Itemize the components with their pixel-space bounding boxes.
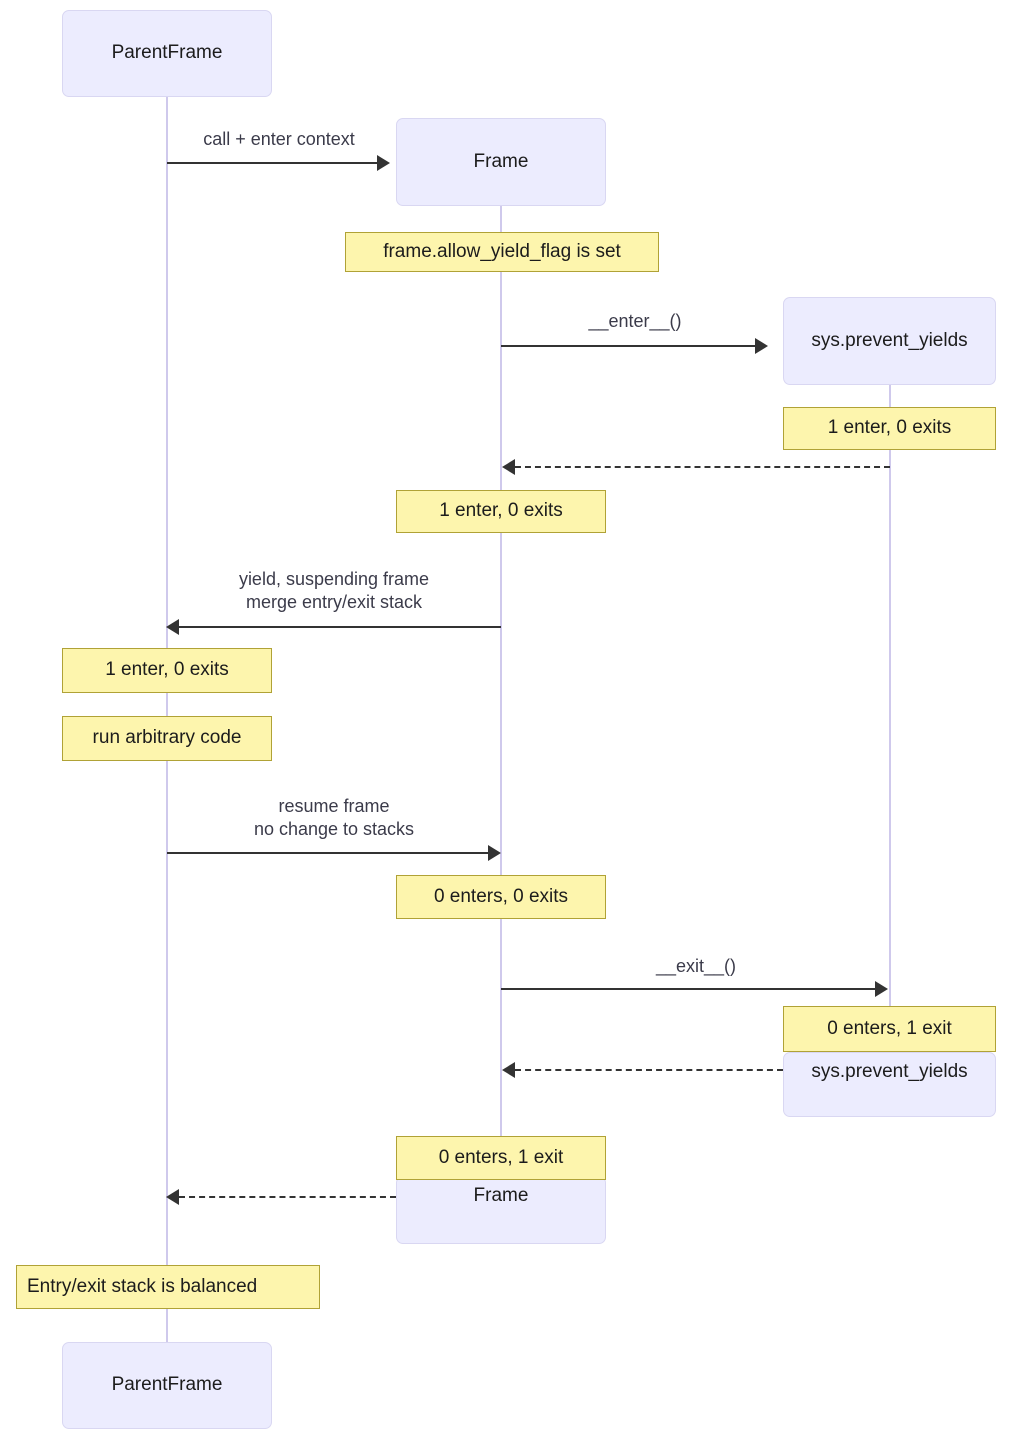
message-label-yield-suspending-frame: yield, suspending frame merge entry/exit… <box>167 568 501 613</box>
message-label-enter: __enter__() <box>588 311 682 331</box>
note-parent-1-enter-0-exits: 1 enter, 0 exits <box>62 648 272 693</box>
participant-parentframe-top[interactable]: ParentFrame <box>62 10 272 97</box>
note-text: 0 enters, 1 exit <box>827 1017 952 1039</box>
lifeline-frame <box>500 206 502 1176</box>
arrow-head-icon <box>166 1189 179 1205</box>
arrow-head-icon <box>875 981 888 997</box>
participant-sys-prevent-yields-bottom[interactable]: sys.prevent_yields <box>783 1052 996 1117</box>
note-sys-1-enter-0-exits: 1 enter, 0 exits <box>783 407 996 450</box>
participant-sys-prevent-yields-top[interactable]: sys.prevent_yields <box>783 297 996 385</box>
message-label-line2: no change to stacks <box>253 818 415 839</box>
message-arrow-return-exit <box>515 1069 783 1071</box>
message-label-resume-frame: resume frame no change to stacks <box>167 795 501 840</box>
arrow-head-icon <box>502 459 515 475</box>
participant-label: sys.prevent_yields <box>811 329 968 351</box>
message-label-call-enter-context: call + enter context <box>203 129 355 149</box>
note-text: 1 enter, 0 exits <box>827 417 952 439</box>
arrow-head-icon <box>488 845 501 861</box>
participant-frame-top[interactable]: Frame <box>396 118 606 206</box>
lifeline-sys-prevent-yields <box>889 385 891 1056</box>
message-arrow-call-enter-context <box>167 162 378 164</box>
participant-label: ParentFrame <box>111 42 223 64</box>
participant-label: Frame <box>473 1185 529 1206</box>
participant-label: ParentFrame <box>111 1374 223 1396</box>
note-entry-exit-stack-balanced: Entry/exit stack is balanced <box>16 1265 320 1309</box>
note-text: Entry/exit stack is balanced <box>27 1275 258 1297</box>
note-run-arbitrary-code: run arbitrary code <box>62 716 272 761</box>
message-arrow-return-frame <box>179 1196 396 1198</box>
note-frame-0-enters-1-exit: 0 enters, 1 exit <box>396 1136 606 1180</box>
arrow-head-icon <box>755 338 768 354</box>
note-text: run arbitrary code <box>92 727 242 749</box>
message-arrow-return-enter <box>515 466 890 468</box>
note-text: 1 enter, 0 exits <box>105 659 229 681</box>
message-arrow-enter <box>501 345 756 347</box>
message-label-exit: __exit__() <box>655 956 737 976</box>
message-label-line1: yield, suspending frame <box>238 569 430 589</box>
note-sys-0-enters-1-exit: 0 enters, 1 exit <box>783 1006 996 1052</box>
message-arrow-resume-frame <box>167 852 489 854</box>
note-frame-0-enters-0-exits: 0 enters, 0 exits <box>396 875 606 919</box>
arrow-head-icon <box>502 1062 515 1078</box>
participant-parentframe-bottom[interactable]: ParentFrame <box>62 1342 272 1429</box>
note-frame-1-enter-0-exits: 1 enter, 0 exits <box>396 490 606 533</box>
participant-frame-bottom[interactable]: Frame <box>396 1176 606 1244</box>
message-arrow-yield-suspending-frame <box>179 626 501 628</box>
message-label-line1: resume frame <box>278 796 390 816</box>
message-arrow-exit <box>501 988 876 990</box>
arrow-head-icon <box>166 619 179 635</box>
participant-label: sys.prevent_yields <box>811 1061 968 1082</box>
note-text: frame.allow_yield_flag is set <box>383 240 621 262</box>
note-frame-allow-yield-flag: frame.allow_yield_flag is set <box>345 232 659 272</box>
participant-label: Frame <box>473 150 529 172</box>
note-text: 0 enters, 1 exit <box>438 1146 564 1168</box>
arrow-head-icon <box>377 155 390 171</box>
note-text: 0 enters, 0 exits <box>433 885 569 907</box>
note-text: 1 enter, 0 exits <box>439 500 563 522</box>
message-label-line2: merge entry/exit stack <box>245 591 423 612</box>
